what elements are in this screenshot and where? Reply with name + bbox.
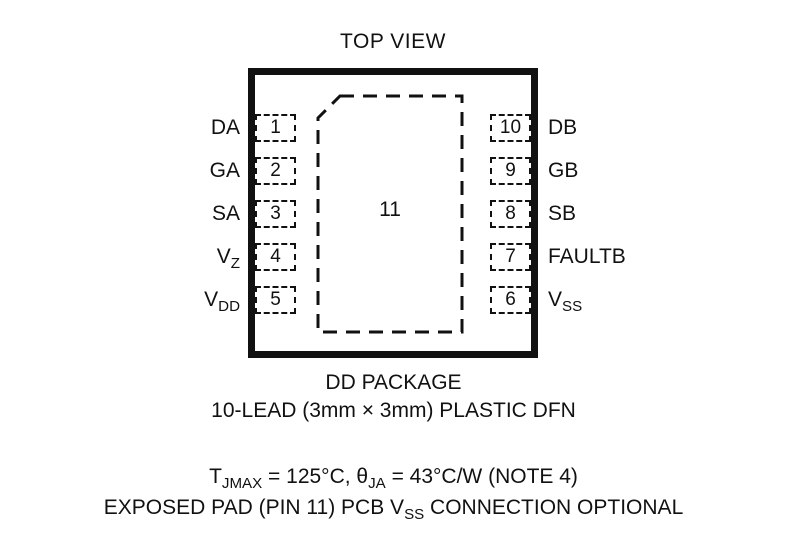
pin-4-box: 4	[255, 243, 296, 271]
pin-6-number: 6	[505, 289, 516, 310]
package-outline	[248, 68, 538, 358]
pin-10-box: 10	[490, 114, 531, 142]
pin-7-box: 7	[490, 243, 531, 271]
pin-6-label: VSS	[548, 288, 583, 316]
pin-4-label: VZ	[216, 245, 240, 273]
pin-10-number: 10	[499, 117, 522, 138]
thermal-note: TJMAX = 125°C, θJA = 43°C/W (NOTE 4)	[209, 465, 578, 493]
pin-1-box: 1	[255, 114, 296, 142]
pin-8-box: 8	[490, 200, 531, 228]
pin-8-label: SB	[548, 202, 577, 225]
package-name: DD PACKAGE	[325, 371, 462, 394]
pin-5-number: 5	[270, 289, 281, 310]
package-description: 10-LEAD (3mm × 3mm) PLASTIC DFN	[211, 399, 576, 422]
pin-2-label: GA	[209, 159, 240, 182]
pin-4-number: 4	[270, 246, 281, 267]
exposed-pad-number: 11	[379, 198, 401, 221]
pin-5-label: VDD	[204, 288, 240, 316]
pin-3-box: 3	[255, 200, 296, 228]
diagram-title: TOP VIEW	[340, 30, 446, 53]
pin-8-number: 8	[505, 203, 516, 224]
exposed-pad-note: EXPOSED PAD (PIN 11) PCB VSS CONNECTION …	[103, 496, 684, 524]
pin-9-number: 9	[505, 160, 516, 181]
pin-7-label: FAULTB	[548, 245, 626, 268]
pin-6-box: 6	[490, 286, 531, 314]
pin-9-box: 9	[490, 157, 531, 185]
exposed-pad-outline	[316, 94, 464, 334]
pin-3-label: SA	[211, 202, 240, 225]
pin-1-number: 1	[270, 117, 281, 138]
pin-2-number: 2	[270, 160, 281, 181]
pin-7-number: 7	[505, 246, 516, 267]
pin-3-number: 3	[270, 203, 281, 224]
pin-2-box: 2	[255, 157, 296, 185]
pin-9-label: GB	[548, 159, 579, 182]
pin-1-label: DA	[210, 116, 240, 139]
pin-5-box: 5	[255, 286, 296, 314]
pin-10-label: DB	[548, 116, 578, 139]
